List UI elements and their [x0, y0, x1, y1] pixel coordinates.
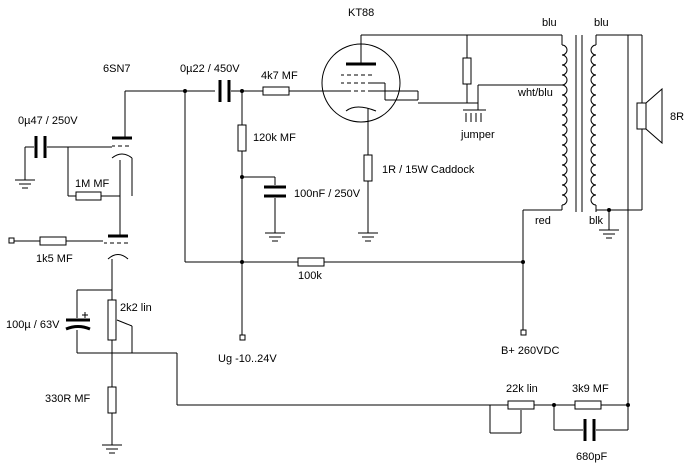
kt88-ground-symbol — [358, 232, 378, 242]
grid-leak-120k — [237, 124, 247, 152]
grid-stopper-4k7 — [262, 86, 290, 96]
coupling-capacitor-label: 0µ22 / 450V — [180, 63, 240, 75]
feedback-resistor-3k9 — [574, 400, 602, 410]
input-ground-symbol — [15, 147, 35, 189]
primary-whtblu-label: wht/blu — [517, 87, 553, 99]
input-terminal — [8, 237, 15, 244]
feedback-resistor-3k9-label: 3k9 MF — [572, 383, 609, 395]
cathode-resistor-330r — [107, 386, 117, 414]
secondary-blu-label: blu — [594, 17, 609, 29]
tube-6sn7-lower-triode — [104, 234, 129, 260]
tube-6sn7-upper-triode — [111, 136, 133, 196]
cathode-pot-2k2 — [107, 299, 117, 341]
screen-resistor — [462, 57, 472, 85]
coupling-capacitor — [218, 80, 231, 102]
jumper-label: jumper — [460, 129, 495, 141]
primary-blu-label: blu — [542, 17, 557, 29]
input-capacitor — [34, 136, 47, 158]
primary-red-label: red — [535, 215, 551, 227]
grid-leak-120k-label: 120k MF — [253, 132, 296, 144]
speaker-label: 8R — [670, 111, 684, 123]
cathode-bypass-capacitor-label: 100µ / 63V — [6, 319, 60, 331]
cathode-ground-symbol — [102, 444, 122, 454]
feedback-pot-22k — [507, 400, 535, 410]
input-resistor-1k5-label: 1k5 MF — [36, 253, 73, 265]
feedback-resistor-100k — [297, 257, 325, 267]
junction-dot — [183, 89, 187, 93]
tube-6sn7-label: 6SN7 — [103, 63, 131, 75]
bplus-terminal — [520, 329, 527, 336]
output-transformer-primary — [561, 35, 568, 210]
feedback-resistor-100k-label: 100k — [298, 270, 322, 282]
secondary-ground-symbol — [599, 229, 619, 239]
bias-terminal — [239, 334, 246, 341]
input-resistor-1k5 — [39, 236, 67, 246]
cathode-resistor-1r-label: 1R / 15W Caddock — [382, 164, 475, 176]
cathode-resistor-1r — [363, 154, 373, 182]
feedback-pot-22k-label: 22k lin — [506, 383, 538, 395]
cathode-resistor-330r-label: 330R MF — [45, 393, 91, 405]
junction-dot — [607, 208, 611, 212]
bias-terminal-label: Ug -10..24V — [218, 353, 277, 365]
junction-dot — [552, 403, 556, 407]
transformer-core — [575, 35, 583, 212]
cathode-pot-2k2-label: 2k2 lin — [120, 302, 152, 314]
grid-decoupling-capacitor — [264, 185, 286, 198]
feedback-capacitor-680pf — [583, 419, 596, 441]
grid-resistor-1m-label: 1M MF — [75, 178, 110, 190]
bplus-label: B+ 260VDC — [501, 345, 559, 357]
secondary-blk-label: blk — [589, 215, 604, 227]
grid-resistor-1m — [75, 191, 102, 201]
speaker-icon — [636, 87, 663, 145]
input-capacitor-label: 0µ47 / 250V — [18, 115, 78, 127]
grid-decoupling-capacitor-label: 100nF / 250V — [294, 188, 361, 200]
tube-kt88 — [321, 35, 401, 123]
grid-stopper-4k7-label: 4k7 MF — [261, 70, 298, 82]
jumper-block — [463, 109, 486, 122]
tube-kt88-label: KT88 — [348, 7, 374, 19]
feedback-capacitor-680pf-label: 680pF — [576, 451, 607, 463]
grid-cap-ground-symbol — [265, 232, 285, 242]
cathode-bypass-capacitor — [65, 312, 91, 331]
output-transformer-secondary — [590, 35, 597, 212]
